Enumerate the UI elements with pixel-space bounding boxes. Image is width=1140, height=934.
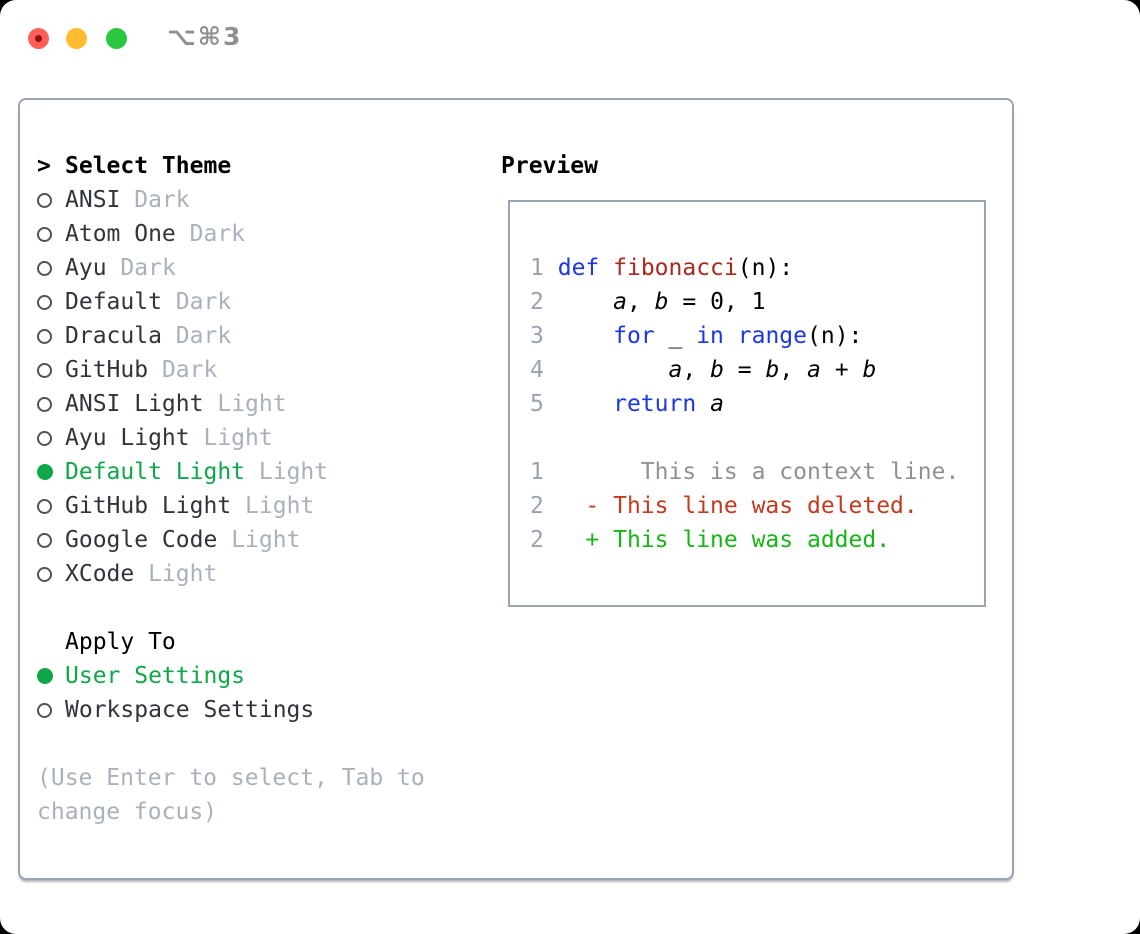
option-label: Atom One [65,221,176,247]
code-line: 5 return a [530,391,724,417]
apply-to-title: Apply To [65,629,176,655]
close-button[interactable] [28,28,49,49]
code-line: 3 for _ in range(n): [530,323,863,349]
radio-unselected-icon[interactable] [37,702,52,718]
option-label: Workspace Settings [65,697,315,723]
option-variant-label: Light [258,459,329,485]
option-variant-label: Light [148,561,218,587]
option-variant-label: Dark [189,221,246,247]
code-line: 1 This is a context line. [530,459,960,485]
line-number: 2 [530,289,544,315]
code-line: 2 + This line was added. [530,527,891,553]
option-label: XCode [65,561,135,587]
code-line: 2 a, b = 0, 1 [530,289,766,315]
keyboard-hint: (Use Enter to select, Tab to change focu… [37,765,425,825]
option-xcode[interactable]: XCode Light [37,557,473,591]
preview-box: 1 def fibonacci(n): 2 a, b = 0, 1 3 for _ … [508,200,986,607]
option-variant-label: Dark [161,357,218,383]
radio-unselected-icon[interactable] [37,362,52,378]
option-variant-label: Dark [175,323,232,349]
code-line: 4 a, b = b, a + b [530,357,877,383]
select-theme-header-row: > Select Theme [37,149,473,183]
option-variant-label: Light [217,391,287,417]
minimize-button[interactable] [66,28,87,49]
option-ayu[interactable]: Ayu Dark [37,251,473,285]
line-number: 4 [530,357,544,383]
option-default[interactable]: Default Dark [37,285,473,319]
option-google-code[interactable]: Google Code Light [37,523,473,557]
option-label: ANSI Light [65,391,204,417]
radio-unselected-icon[interactable] [37,226,52,242]
option-github-light[interactable]: GitHub Light Light [37,489,473,523]
option-user-settings[interactable]: User Settings [37,659,473,693]
option-workspace-settings[interactable]: Workspace Settings [37,693,473,727]
option-variant-label: Dark [134,187,190,213]
code-line [530,421,984,455]
radio-unselected-icon[interactable] [37,566,52,582]
line-number: 1 [530,255,544,281]
code-line: 2 - This line was deleted. [530,493,918,519]
option-variant-label: Dark [120,255,176,281]
option-atom-one[interactable]: Atom One Dark [37,217,473,251]
option-label: Dracula [65,323,162,349]
preview-code: 1 def fibonacci(n): 2 a, b = 0, 1 3 for _ … [530,251,984,557]
option-label: GitHub Light [65,493,232,519]
radio-selected-icon[interactable] [37,464,53,480]
radio-unselected-icon[interactable] [37,430,52,446]
line-number: 5 [530,391,544,417]
option-ayu-light[interactable]: Ayu Light Light [37,421,473,455]
option-variant-label: Light [245,493,315,519]
option-label: Google Code [65,527,218,553]
option-variant-label: Dark [175,289,232,315]
option-label: Default [65,289,162,315]
prompt-caret: > [37,153,51,179]
apply-to-header-row: Apply To [37,625,473,659]
option-dracula[interactable]: Dracula Dark [37,319,473,353]
line-number: 1 [530,459,544,485]
window-hotkey-label: ⌥⌘3 [167,22,243,51]
option-ansi-light[interactable]: ANSI Light Light [37,387,473,421]
option-label: GitHub [65,357,149,383]
radio-unselected-icon[interactable] [37,396,52,412]
spacer [37,727,473,761]
radio-unselected-icon[interactable] [37,192,52,208]
radio-unselected-icon[interactable] [37,328,52,344]
option-label: Default Light [65,459,246,485]
option-default-light[interactable]: Default Light Light [37,455,473,489]
code-line: 1 def fibonacci(n): [530,255,794,281]
zoom-button[interactable] [106,28,127,49]
option-label: ANSI [65,187,121,213]
preview-title: Preview [501,153,598,179]
option-github[interactable]: GitHub Dark [37,353,473,387]
radio-unselected-icon[interactable] [37,532,52,548]
option-ansi[interactable]: ANSI Dark [37,183,473,217]
line-number: 2 [530,527,544,553]
line-number: 2 [530,493,544,519]
radio-unselected-icon[interactable] [37,498,52,514]
line-number: 3 [530,323,544,349]
select-theme-title: Select Theme [65,153,232,179]
option-label: User Settings [65,663,246,689]
option-variant-label: Light [203,425,273,451]
option-label: Ayu Light [65,425,190,451]
radio-unselected-icon[interactable] [37,294,52,310]
spacer [37,591,473,625]
radio-unselected-icon[interactable] [37,260,52,276]
radio-selected-icon[interactable] [37,668,53,684]
option-variant-label: Light [231,527,301,553]
option-label: Ayu [65,255,107,281]
